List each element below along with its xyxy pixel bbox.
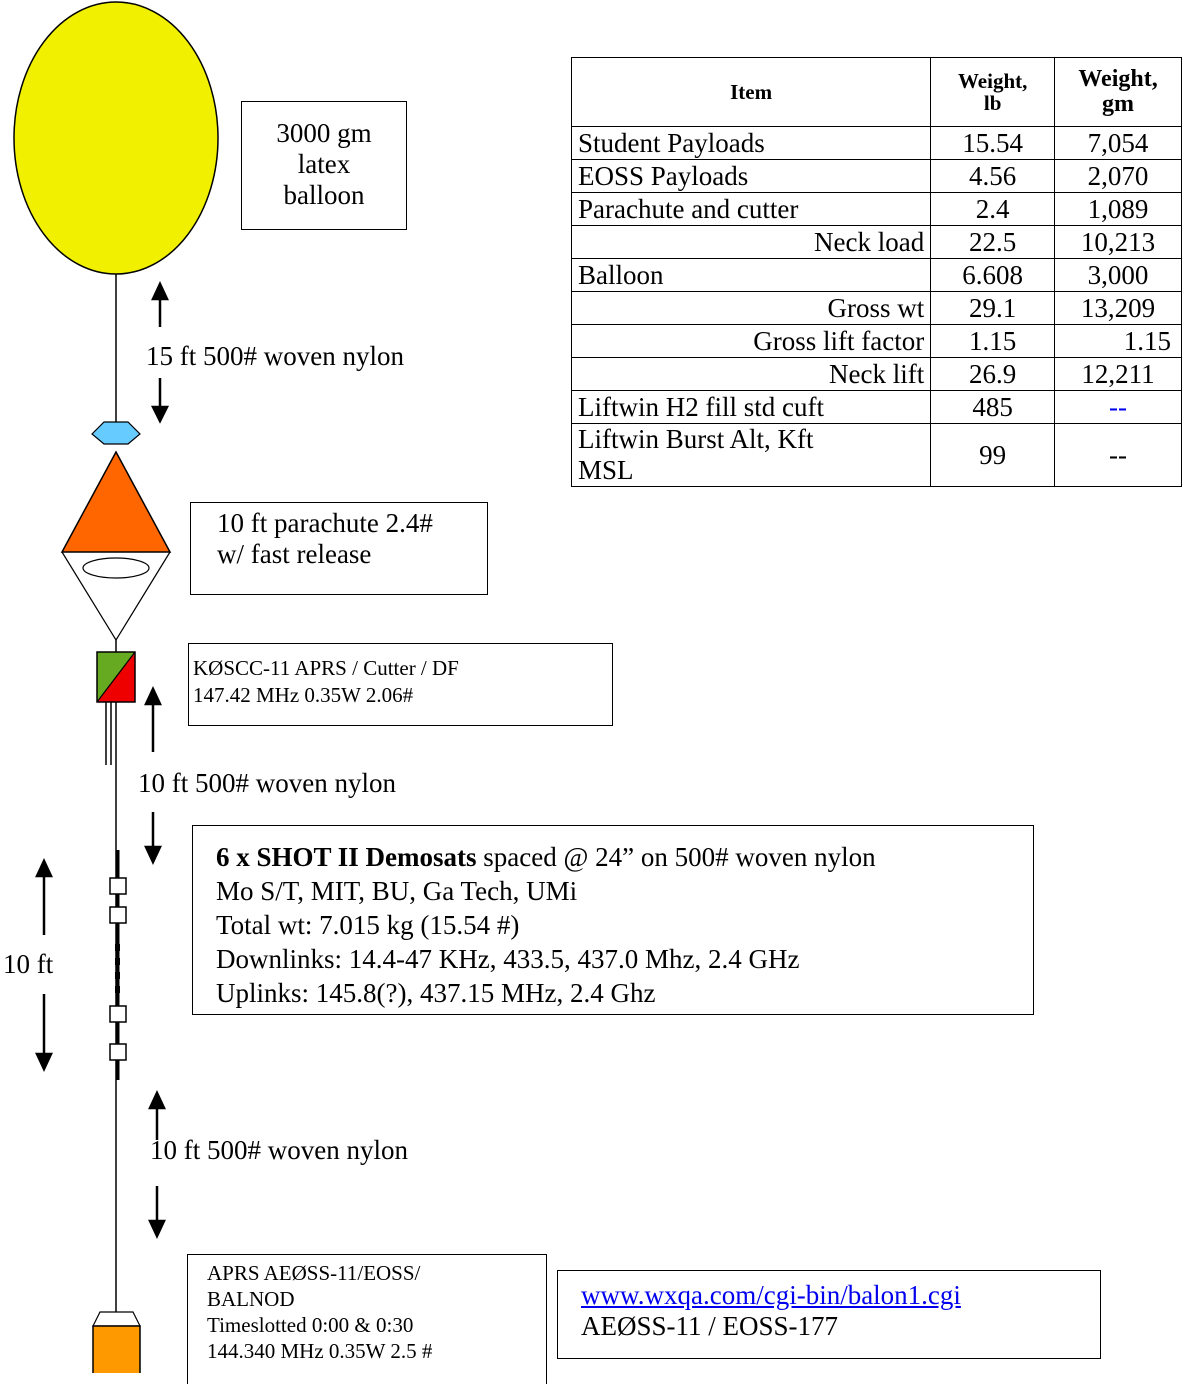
cell-gm: 12,211 bbox=[1054, 357, 1182, 391]
table-row: Parachute and cutter 2.4 1,089 bbox=[570, 192, 1182, 226]
table-row: Gross wt 29.1 13,209 bbox=[570, 291, 1182, 325]
cell-lb: 4.56 bbox=[930, 159, 1056, 193]
balloon-label-line: 3000 gm bbox=[276, 118, 372, 148]
demosat-span-arrows bbox=[35, 858, 53, 1072]
aprs-bottom-label-box: APRS AEØSS-11/EOSS/ BALNOD Timeslotted 0… bbox=[187, 1254, 547, 1384]
cell-item: Gross wt bbox=[570, 291, 932, 325]
table-row: EOSS Payloads 4.56 2,070 bbox=[570, 159, 1182, 193]
cell-lb: 29.1 bbox=[930, 291, 1056, 325]
bottom-line-label: 10 ft 500# woven nylon bbox=[150, 1135, 408, 1165]
demosats-title-bold: 6 x SHOT II Demosats bbox=[216, 842, 477, 872]
cell-gm: -- bbox=[1054, 423, 1182, 487]
cell-item: Balloon bbox=[570, 258, 932, 292]
cell-gm: 13,209 bbox=[1054, 291, 1182, 325]
aprs-bottom-label-line: 144.340 MHz 0.35W 2.5 # bbox=[207, 1339, 433, 1363]
parachute-label-line: w/ fast release bbox=[217, 539, 372, 569]
table-row: Balloon 6.608 3,000 bbox=[570, 258, 1182, 292]
cell-gm: 1.15 bbox=[1054, 324, 1182, 358]
cell-item: Neck lift bbox=[570, 357, 932, 391]
table-row: Liftwin Burst Alt, Kft MSL 99 -- bbox=[570, 423, 1182, 487]
cell-lb: 26.9 bbox=[930, 357, 1056, 391]
balloon-shape bbox=[13, 1, 219, 275]
top-line-label: 15 ft 500# woven nylon bbox=[146, 341, 404, 371]
bottom-length-arrows bbox=[148, 1090, 166, 1239]
aprs-bottom-label-line: BALNOD bbox=[207, 1287, 295, 1311]
table-row: Neck lift 26.9 12,211 bbox=[570, 357, 1182, 391]
parachute-label-box: 10 ft parachute 2.4# w/ fast release bbox=[190, 502, 488, 595]
cell-lb: 22.5 bbox=[930, 225, 1056, 259]
balloon-label-box: 3000 gm latex balloon bbox=[241, 101, 407, 230]
table-row: Liftwin H2 fill std cuft 485 -- bbox=[570, 390, 1182, 424]
aprs-bottom-label-line: APRS AEØSS-11/EOSS/ bbox=[207, 1261, 421, 1285]
cell-item: EOSS Payloads bbox=[570, 159, 932, 193]
aprs-bottom-label-line: Timeslotted 0:00 & 0:30 bbox=[207, 1313, 414, 1337]
balloon-tracking-link[interactable]: www.wxqa.com/cgi-bin/balon1.cgi bbox=[581, 1280, 961, 1310]
cell-lb: 485 bbox=[930, 390, 1056, 424]
header-weight-lb: Weight, lb bbox=[930, 57, 1056, 127]
demosats-line: Mo S/T, MIT, BU, Ga Tech, UMi bbox=[216, 876, 578, 906]
demosats-line: Downlinks: 14.4-47 KHz, 433.5, 437.0 Mhz… bbox=[216, 944, 800, 974]
cell-gm: 7,054 bbox=[1054, 126, 1182, 160]
demosats-line: Uplinks: 145.8(?), 437.15 MHz, 2.4 Ghz bbox=[216, 978, 656, 1008]
cell-lb: 15.54 bbox=[930, 126, 1056, 160]
cell-lb: 2.4 bbox=[930, 192, 1056, 226]
mid-length-arrows bbox=[144, 686, 162, 865]
demosats-info-box: 6 x SHOT II Demosats spaced @ 24” on 500… bbox=[192, 825, 1034, 1015]
cell-item: Parachute and cutter bbox=[570, 192, 932, 226]
cell-gm: 2,070 bbox=[1054, 159, 1182, 193]
cell-gm: 3,000 bbox=[1054, 258, 1182, 292]
top-length-arrows bbox=[150, 281, 170, 424]
cell-gm: -- bbox=[1054, 390, 1182, 424]
demosat-markers bbox=[109, 877, 127, 1061]
aprs-cutter-payload bbox=[96, 651, 136, 703]
header-weight-gm: Weight, gm bbox=[1054, 57, 1182, 127]
cell-gm: 1,089 bbox=[1054, 192, 1182, 226]
table-row: Gross lift factor 1.15 1.15 bbox=[570, 324, 1182, 358]
header-item: Item bbox=[570, 57, 932, 127]
cell-lb: 1.15 bbox=[930, 324, 1056, 358]
cell-item: Student Payloads bbox=[570, 126, 932, 160]
demosat-ellipsis bbox=[115, 944, 120, 993]
parachute-cap bbox=[91, 421, 141, 445]
demosats-line: Total wt: 7.015 kg (15.54 #) bbox=[216, 910, 520, 940]
aprs-cutter-label-line: KØSCC-11 APRS / Cutter / DF bbox=[193, 656, 459, 680]
table-header-row: Item Weight, lb Weight, gm bbox=[570, 57, 1182, 127]
balloon-label-line: balloon bbox=[283, 180, 365, 210]
aprs-cutter-label-box: KØSCC-11 APRS / Cutter / DF 147.42 MHz 0… bbox=[188, 643, 613, 726]
cell-item: Gross lift factor bbox=[570, 324, 932, 358]
aprs-cutter-label-line: 147.42 MHz 0.35W 2.06# bbox=[193, 683, 414, 707]
parachute-label-line: 10 ft parachute 2.4# bbox=[217, 508, 433, 538]
demosats-title-line: 6 x SHOT II Demosats spaced @ 24” on 500… bbox=[216, 840, 1033, 874]
demosat-span-label: 10 ft bbox=[3, 949, 54, 979]
demosats-title-rest: spaced @ 24” on 500# woven nylon bbox=[476, 842, 876, 872]
callsign-line: AEØSS-11 / EOSS-177 bbox=[581, 1311, 839, 1341]
mid-line-label: 10 ft 500# woven nylon bbox=[138, 768, 396, 798]
bottom-payload bbox=[92, 1311, 141, 1373]
cell-item: Neck load bbox=[570, 225, 932, 259]
cell-item: Liftwin Burst Alt, Kft MSL bbox=[570, 423, 932, 487]
balloon-label-line: latex bbox=[297, 149, 351, 179]
table-row: Student Payloads 15.54 7,054 bbox=[570, 126, 1182, 160]
cell-lb: 6.608 bbox=[930, 258, 1056, 292]
cell-gm: 10,213 bbox=[1054, 225, 1182, 259]
link-box: www.wxqa.com/cgi-bin/balon1.cgi AEØSS-11… bbox=[557, 1270, 1101, 1359]
cell-lb: 99 bbox=[930, 423, 1056, 487]
table-row: Neck load 22.5 10,213 bbox=[570, 225, 1182, 259]
parachute-canopy bbox=[60, 450, 172, 553]
weight-table: Item Weight, lb Weight, gm Student Paylo… bbox=[570, 57, 1182, 487]
cell-item: Liftwin H2 fill std cuft bbox=[570, 390, 932, 424]
